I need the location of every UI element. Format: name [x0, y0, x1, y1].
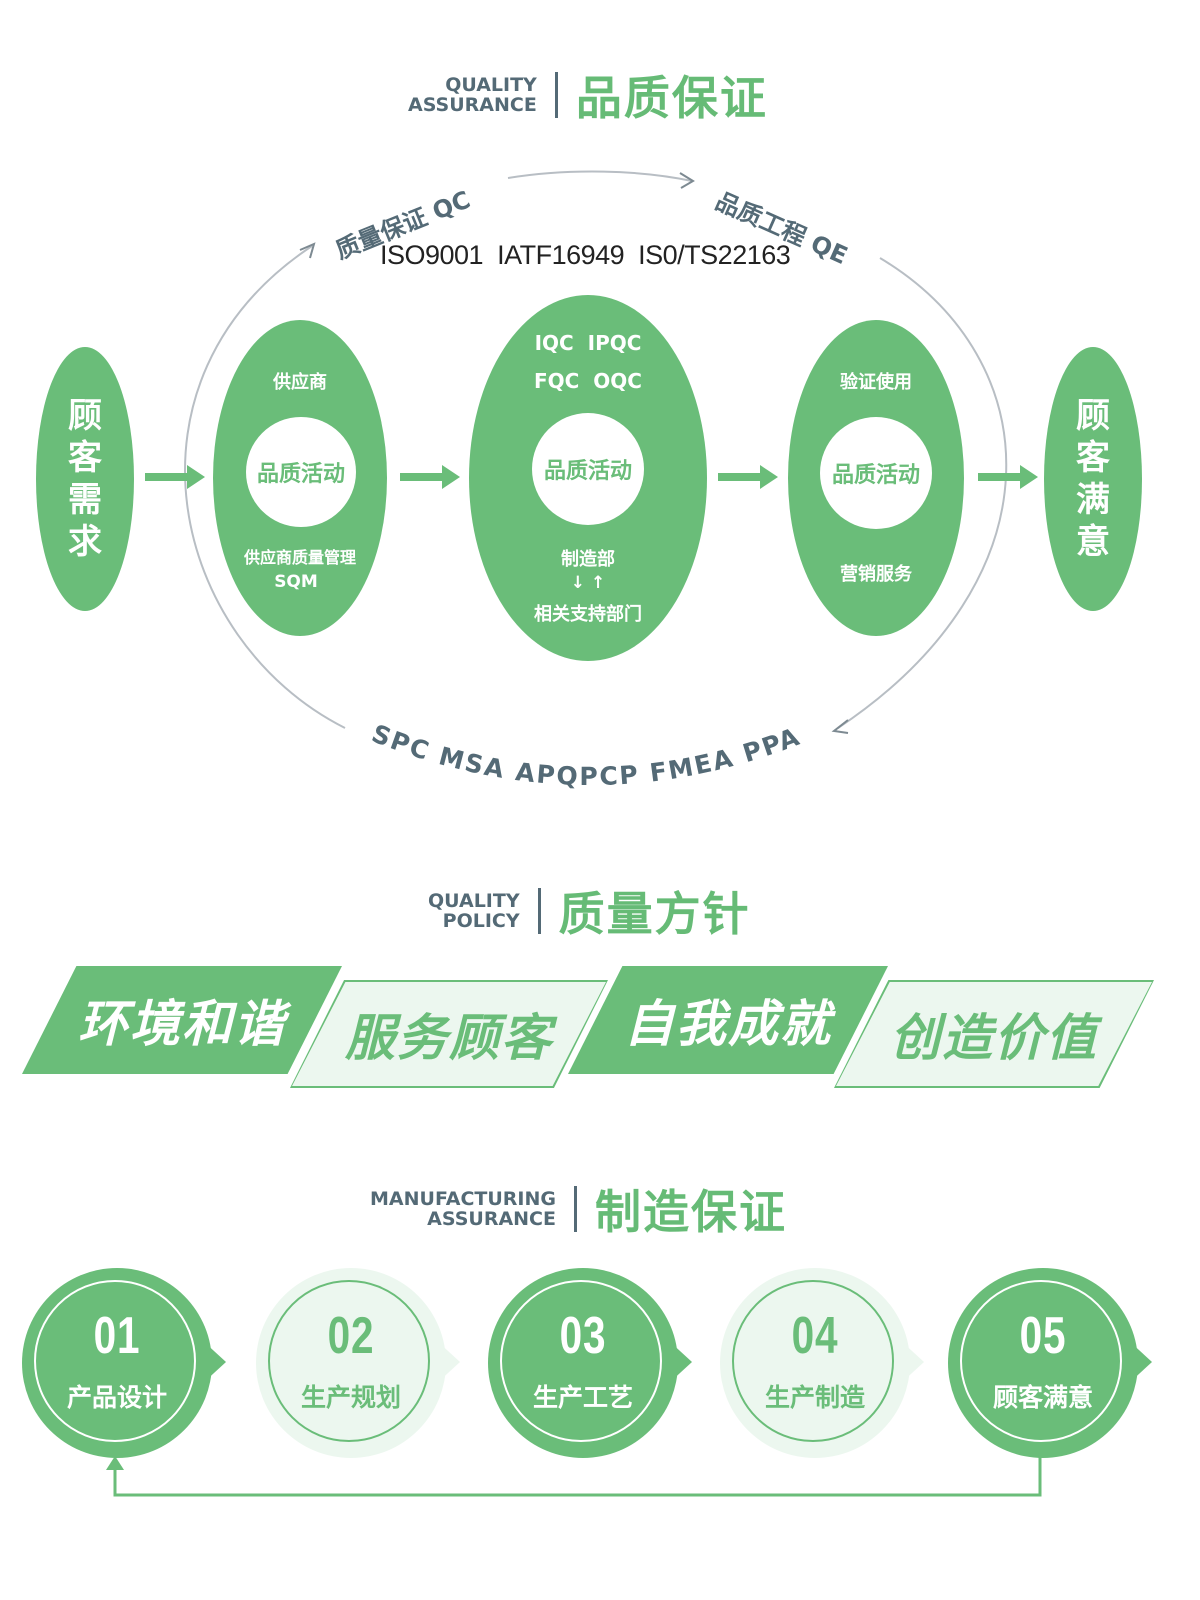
svg-text:SPC MSA APQPCP FMEA PPAP: SPC MSA APQPCP FMEA PPAP: [340, 700, 805, 791]
header-en-line2: POLICY: [442, 910, 520, 932]
header-chinese-title: 制造保证: [594, 1185, 787, 1239]
stage-validation-center: 品质活动: [820, 417, 932, 529]
policy-item-4: 创造价值: [834, 980, 1154, 1088]
policy-item-1: 环境和谐: [22, 966, 342, 1074]
step-05: 05 顾客满意: [948, 1268, 1152, 1458]
stage-supplier: 供应商 品质活动 供应商质量管理 SQM: [213, 320, 387, 636]
flow-arrow-1: [145, 465, 205, 489]
policy-item-3: 自我成就: [568, 966, 888, 1074]
header-divider: [573, 1186, 577, 1232]
stage-manufacturing: IQC IPQC FQC OQC 品质活动 制造部 ↓ ↑ 相关支持部门: [469, 295, 707, 661]
flow-arrow-4: [978, 465, 1038, 489]
step-number: 03: [559, 1307, 607, 1365]
step-number: 04: [791, 1307, 839, 1365]
flow-arrow-2: [400, 465, 460, 489]
stage-mfg-center: 品质活动: [532, 413, 644, 525]
header-en-line2: ASSURANCE: [427, 1208, 556, 1230]
step-03: 03 生产工艺: [488, 1268, 692, 1458]
stage-mfg-arrows: ↓ ↑: [570, 573, 606, 593]
stage-supplier-top: 供应商: [273, 372, 327, 393]
bottom-arc-text: SPC MSA APQPCP FMEA PPAP: [340, 700, 805, 791]
customer-satisfaction-node: 顾 客 满 意: [1044, 347, 1142, 611]
header-en-line1: MANUFACTURING: [370, 1188, 556, 1210]
quality-policy-header: QUALITY POLICY 质量方针: [428, 878, 751, 944]
header-english: QUALITY POLICY: [428, 891, 520, 931]
step-label: 顾客满意: [992, 1383, 1093, 1412]
policy-item-label: 自我成就: [624, 995, 832, 1053]
standards-label: ISO9001 IATF16949 IS0/TS22163: [380, 240, 791, 270]
header-chinese-title: 质量方针: [558, 887, 751, 941]
step-04: 04 生产制造: [720, 1268, 924, 1458]
step-number: 05: [1019, 1307, 1067, 1365]
stage-supplier-bottom1: 供应商质量管理: [243, 548, 356, 567]
step-02: 02 生产规划: [256, 1268, 460, 1458]
policy-item-2: 服务顾客: [290, 980, 608, 1088]
step-label: 生产制造: [764, 1383, 865, 1412]
header-divider: [554, 72, 558, 118]
step-label: 生产规划: [300, 1383, 401, 1412]
step-number: 02: [327, 1307, 375, 1365]
header-chinese-title: 品质保证: [575, 71, 768, 125]
quality-assurance-header: QUALITY ASSURANCE 品质保证: [408, 62, 768, 128]
header-divider: [537, 888, 541, 934]
stage-supplier-center: 品质活动: [246, 417, 356, 527]
policy-item-label: 创造价值: [890, 1009, 1098, 1067]
header-en-line1: QUALITY: [445, 74, 537, 96]
customer-satisfaction-label: 顾 客 满 意: [1076, 396, 1110, 562]
header-en-line1: QUALITY: [428, 890, 520, 912]
stage-validation-bottom: 营销服务: [840, 564, 912, 585]
step-01: 01 产品设计: [22, 1268, 226, 1458]
stage-supplier-bottom2: SQM: [274, 572, 318, 592]
policy-item-label: 环境和谐: [78, 995, 286, 1053]
header-english: MANUFACTURING ASSURANCE: [370, 1189, 556, 1229]
step-label: 产品设计: [66, 1383, 167, 1412]
step-label: 生产工艺: [532, 1383, 633, 1412]
step-number: 01: [93, 1307, 141, 1365]
customer-needs-label: 顾 客 需 求: [68, 396, 102, 562]
manufacturing-assurance-header: MANUFACTURING ASSURANCE 制造保证: [370, 1176, 787, 1242]
flow-arrow-3: [718, 465, 778, 489]
policy-item-label: 服务顾客: [345, 1009, 553, 1067]
stage-mfg-bottom1: 制造部: [561, 549, 615, 570]
stage-mfg-top1: IQC IPQC: [534, 331, 642, 355]
feedback-loop-arrow: [106, 1454, 1042, 1497]
header-english: QUALITY ASSURANCE: [408, 75, 537, 115]
customer-needs-node: 顾 客 需 求: [36, 347, 134, 611]
stage-mfg-top2: FQC OQC: [534, 369, 642, 393]
stage-validation-top: 验证使用: [840, 372, 912, 393]
stage-mfg-bottom2: 相关支持部门: [534, 604, 642, 625]
header-en-line2: ASSURANCE: [408, 94, 537, 116]
stage-validation: 验证使用 品质活动 营销服务: [788, 320, 964, 636]
